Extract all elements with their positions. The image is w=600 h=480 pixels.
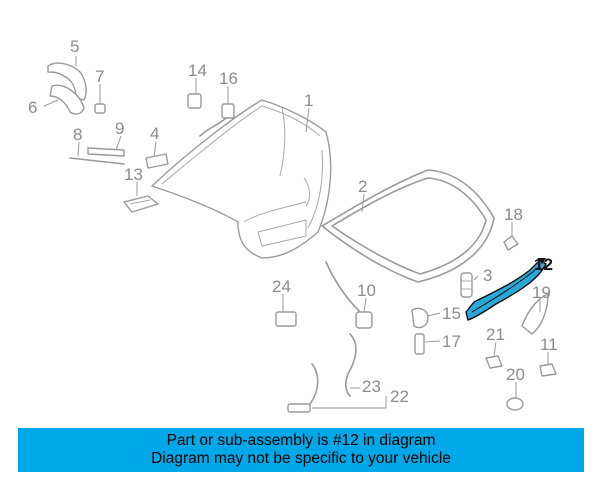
part-10-release-cable[interactable] [325, 261, 373, 329]
part-22-wiring-harness[interactable] [287, 333, 357, 413]
parts-diagram: 1 2 3 4 5 6 7 8 9 10 11 12 13 14 15 16 1… [28, 37, 558, 413]
callout-2: 2 [358, 177, 367, 196]
callout-labels: 1 2 3 4 5 6 7 8 9 10 11 12 13 14 15 16 1… [28, 37, 558, 406]
part-4-bracket[interactable] [145, 153, 169, 169]
callout-18: 18 [504, 205, 523, 224]
part-17-bolt[interactable] [414, 333, 425, 355]
part-15-plug[interactable] [411, 307, 429, 329]
arrowhead-icon [538, 258, 546, 264]
callout-24: 24 [272, 277, 291, 296]
leader-lines [43, 56, 549, 409]
part-24-cover[interactable] [275, 311, 297, 327]
part-2-weatherstrip[interactable] [321, 169, 495, 283]
part-14-striker[interactable] [187, 93, 202, 109]
callout-14: 14 [188, 61, 207, 80]
callout-5: 5 [70, 37, 79, 56]
part-18-clip[interactable] [503, 235, 519, 251]
banner-line-2: Diagram may not be specific to your vehi… [151, 450, 451, 467]
callout-7: 7 [95, 67, 104, 86]
part-1-trunk-lid[interactable] [151, 99, 332, 259]
callout-1: 1 [304, 91, 313, 110]
callout-22: 22 [390, 387, 409, 406]
callout-6: 6 [28, 98, 37, 117]
part-11-cap[interactable] [539, 363, 557, 377]
part-13-latch[interactable] [123, 195, 159, 213]
part-6-hinge[interactable] [49, 84, 85, 115]
callout-17: 17 [442, 332, 461, 351]
callout-9: 9 [115, 119, 124, 138]
part-3-bumper[interactable] [460, 272, 473, 298]
part-9-strut[interactable] [87, 147, 125, 157]
callout-21: 21 [486, 325, 505, 344]
callout-16: 16 [219, 69, 238, 88]
callout-20: 20 [506, 365, 525, 384]
part-12-molding[interactable] [465, 259, 547, 321]
banner-line-1: Part or sub-assembly is #12 in diagram [166, 432, 436, 449]
part-19-panel[interactable] [521, 293, 549, 335]
callout-13: 13 [124, 165, 143, 184]
callout-19: 19 [532, 283, 551, 302]
callout-15: 15 [442, 304, 461, 323]
part-20-grommet[interactable] [506, 397, 524, 411]
callout-12: 12 [534, 255, 553, 274]
callout-4: 4 [150, 124, 159, 143]
part-8-strut[interactable] [69, 157, 125, 165]
callout-3: 3 [483, 266, 492, 285]
part-7-clip[interactable] [94, 103, 106, 114]
info-banner: Part or sub-assembly is #12 in diagram D… [18, 428, 584, 472]
callout-11: 11 [540, 335, 558, 354]
callout-23: 23 [362, 377, 381, 396]
part-21-plug[interactable] [485, 355, 503, 369]
callout-10: 10 [357, 281, 376, 300]
callout-8: 8 [73, 125, 82, 144]
